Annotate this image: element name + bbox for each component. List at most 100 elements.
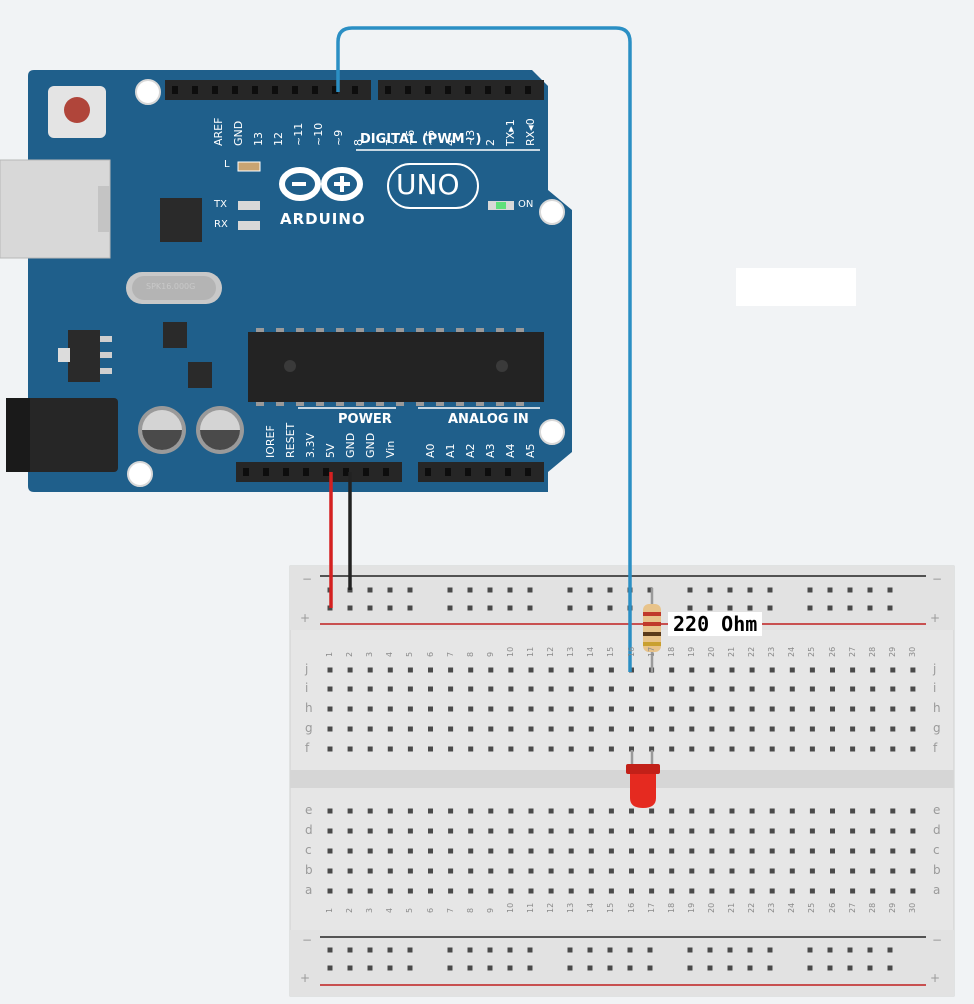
chip-leg (296, 402, 304, 406)
breadboard-hole (467, 587, 473, 593)
breadboard-hole (830, 828, 835, 834)
column-number: 2 (345, 651, 355, 657)
breadboard-hole (809, 746, 815, 752)
led-tx (238, 201, 260, 210)
breadboard-hole (367, 726, 373, 732)
breadboard-hole (789, 888, 795, 894)
breadboard-hole (749, 726, 755, 732)
breadboard-hole (447, 587, 453, 593)
breadboard-hole (347, 965, 353, 971)
resistor (643, 588, 661, 672)
breadboard-hole (487, 587, 493, 593)
breadboard-hole (367, 965, 373, 971)
breadboard-hole (767, 947, 773, 953)
chip-leg (496, 402, 504, 406)
breadboard-hole (528, 686, 534, 692)
breadboard-hole (327, 667, 333, 673)
usb-port-tab (98, 186, 110, 232)
breadboard-hole (327, 848, 333, 854)
breadboard-hole (568, 686, 574, 692)
rail-minus-left: − (302, 572, 313, 586)
breadboard-hole (528, 828, 534, 834)
breadboard-hole (910, 686, 916, 692)
breadboard-hole (830, 808, 835, 814)
breadboard-hole (709, 686, 715, 692)
column-number: 1 (325, 651, 334, 657)
header-socket (323, 468, 329, 476)
chip-dot (496, 360, 508, 372)
breadboard-hole (607, 587, 613, 593)
digital-pin-label: RX◂0 (524, 118, 537, 146)
breadboard-hole (607, 947, 613, 953)
breadboard-hole (789, 746, 795, 752)
digital-pin-label: GND (232, 120, 245, 146)
breadboard-hole (568, 746, 574, 752)
breadboard-hole (468, 848, 474, 854)
breadboard-hole (747, 605, 753, 611)
breadboard-hole (749, 848, 755, 854)
breadboard-hole (488, 686, 494, 692)
breadboard-hole (827, 605, 833, 611)
breadboard-hole (528, 726, 534, 732)
breadboard-hole (468, 667, 474, 673)
column-number: 6 (425, 651, 435, 657)
breadboard-hole (749, 888, 755, 894)
breadboard-hole (428, 667, 433, 673)
on-label: ON (518, 199, 534, 210)
chip-leg (336, 402, 344, 406)
uno-badge-outline (387, 163, 479, 209)
breadboard-hole (809, 726, 815, 732)
chip-leg (436, 402, 444, 406)
breadboard-hole (749, 706, 755, 712)
chip-leg (256, 402, 264, 406)
breadboard-hole (689, 686, 695, 692)
column-number: 21 (727, 646, 736, 657)
breadboard-hole (727, 947, 733, 953)
breadboard-hole (789, 686, 795, 692)
breadboard-hole (568, 726, 574, 732)
header-socket (405, 86, 411, 94)
breadboard-hole (548, 667, 554, 673)
power-header (236, 462, 402, 482)
breadboard-hole (548, 686, 554, 692)
small-chip (188, 362, 212, 388)
center-channel (290, 770, 954, 788)
column-number: 6 (425, 907, 435, 913)
led-l (237, 161, 261, 172)
breadboard-hole (548, 726, 554, 732)
breadboard-hole (407, 587, 413, 593)
column-number: 7 (445, 651, 455, 657)
breadboard-hole (548, 888, 554, 894)
regulator-pin (100, 352, 112, 358)
digital-pin-label: AREF (212, 117, 225, 146)
breadboard-hole (567, 947, 573, 953)
breadboard-hole (508, 808, 514, 814)
breadboard-hole (689, 667, 695, 673)
column-number: 30 (907, 646, 917, 657)
breadboard-hole (767, 605, 773, 611)
digital-pin-label: 12 (272, 132, 285, 146)
chip-leg (376, 402, 384, 406)
breadboard-hole (669, 848, 675, 854)
breadboard-hole (448, 848, 454, 854)
chip-dot (284, 360, 296, 372)
column-number: 24 (787, 646, 797, 657)
breadboard-hole (629, 828, 634, 834)
breadboard-hole (608, 808, 614, 814)
usb-chip (160, 198, 202, 242)
breadboard-hole (727, 965, 733, 971)
breadboard-hole (448, 667, 454, 673)
breadboard-hole (729, 706, 735, 712)
breadboard-hole (528, 746, 534, 752)
chip-leg (516, 328, 524, 332)
breadboard-hole (447, 947, 453, 953)
breadboard-hole (527, 587, 533, 593)
breadboard-hole (709, 706, 715, 712)
breadboard-hole (729, 828, 735, 834)
digital-pin-label: ~9 (332, 129, 345, 146)
chip-leg (316, 328, 324, 332)
breadboard-hole (507, 965, 513, 971)
column-number: 27 (847, 646, 857, 657)
breadboard-hole (448, 868, 454, 874)
breadboard-hole (767, 587, 773, 593)
